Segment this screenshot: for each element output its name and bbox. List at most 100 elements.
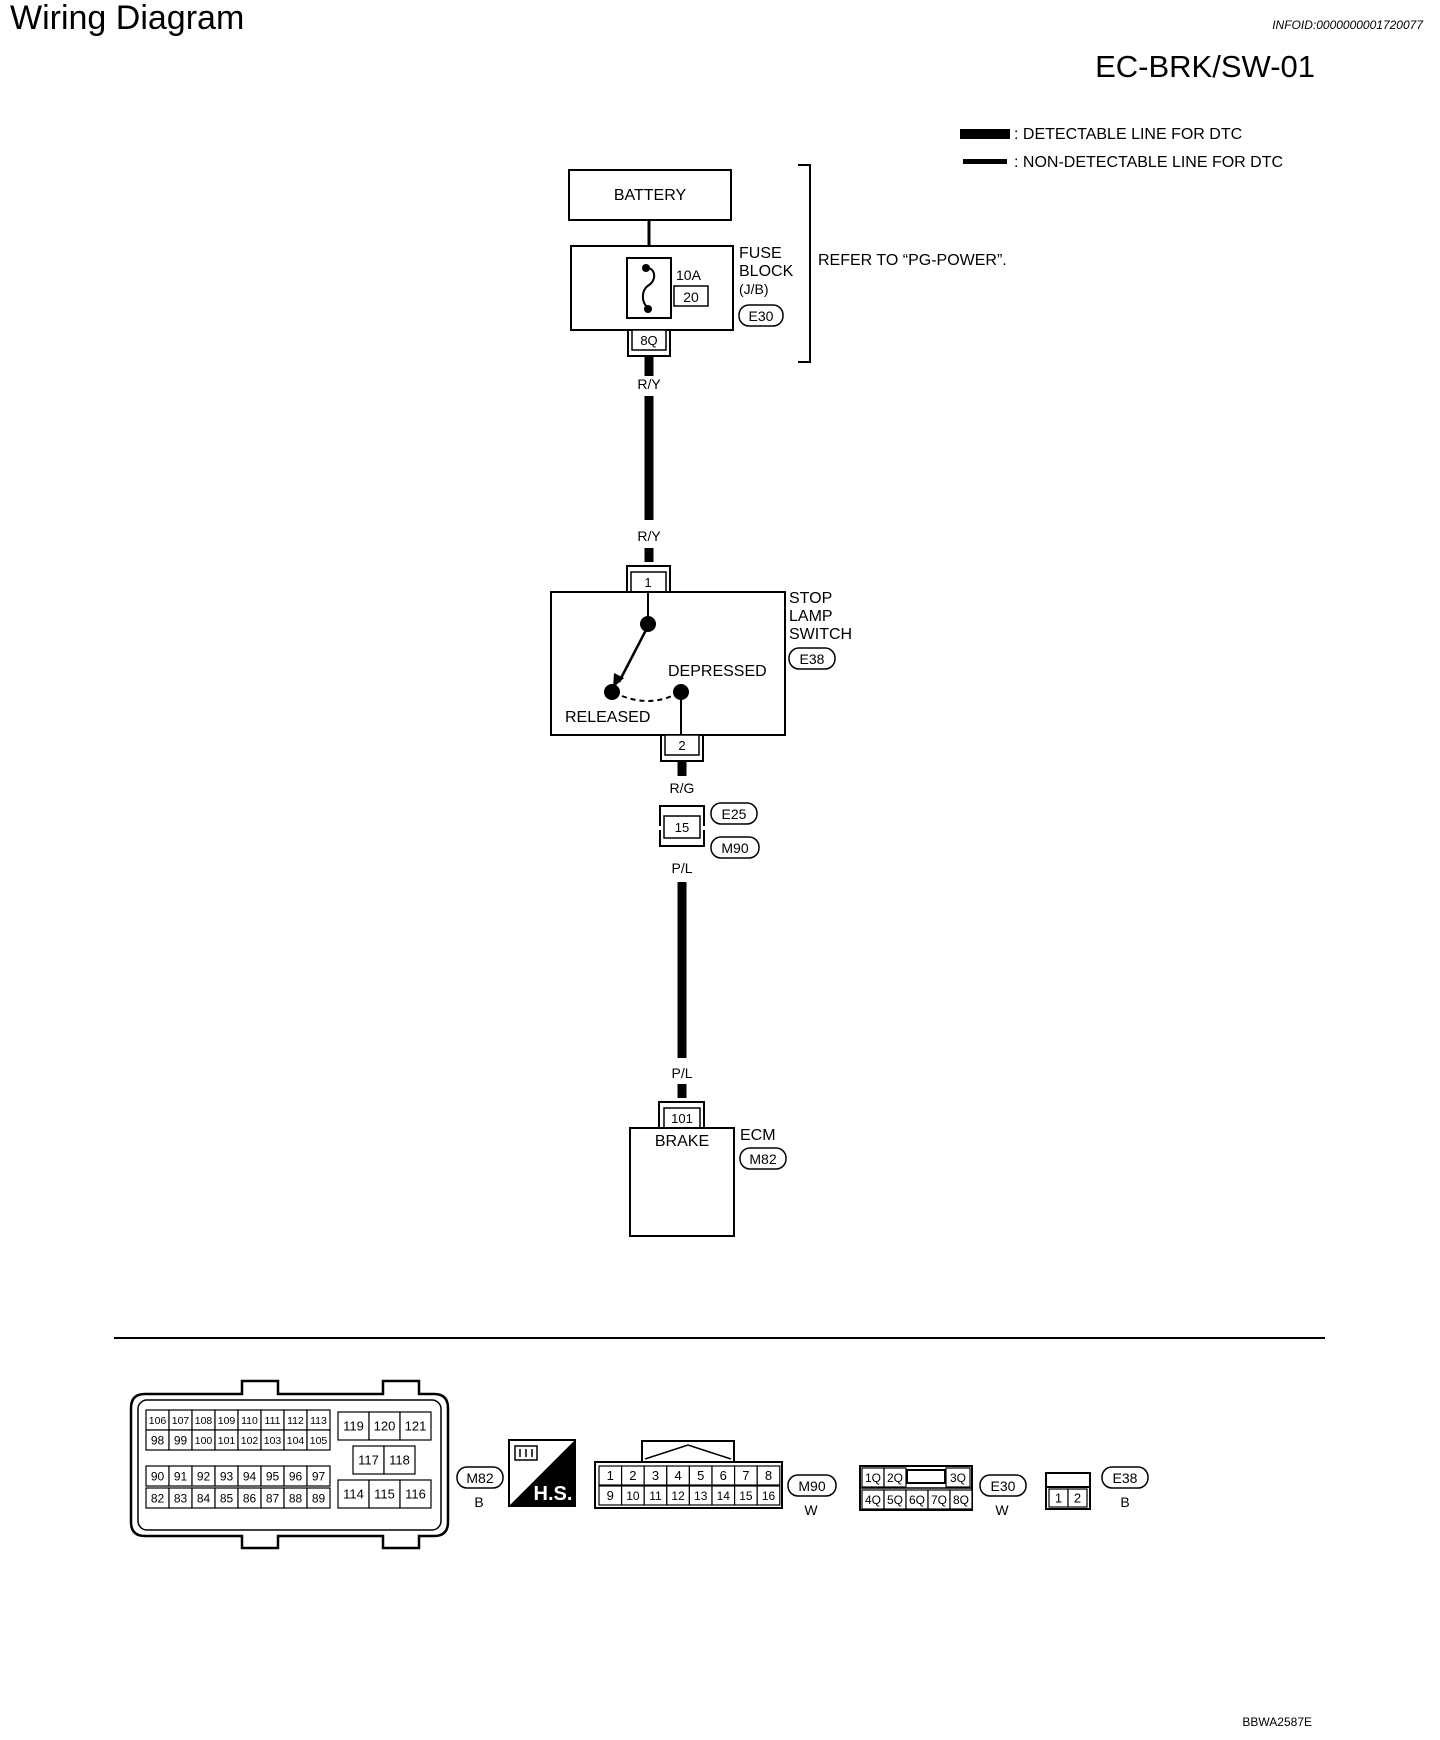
m90-pin-label: 5 [697, 1468, 704, 1483]
m82-pin-cell [306, 1429, 331, 1451]
harness-connector-e25-id: E25 [722, 806, 747, 822]
switch-state-released: RELEASED [565, 709, 650, 726]
m90-pin-label: 3 [652, 1468, 659, 1483]
e38-pin-cell [1067, 1488, 1088, 1508]
m90-id-badge [787, 1474, 837, 1497]
m90-pin-label: 4 [674, 1468, 681, 1483]
e38-id-badge [1101, 1466, 1149, 1489]
fuse-top-node [642, 264, 650, 272]
e38-id: E38 [1113, 1470, 1138, 1486]
m82-pin-label: 111 [265, 1415, 281, 1427]
m82-pin-cell [352, 1445, 385, 1475]
m90-pin-label: 6 [720, 1468, 727, 1483]
m82-color: B [474, 1494, 483, 1510]
switch-state-depressed: DEPRESSED [668, 663, 767, 680]
m82-pin-label: 121 [405, 1419, 427, 1434]
m82-inner-outline [137, 1399, 442, 1531]
m82-pin-label: 84 [197, 1491, 211, 1505]
m82-pin-label: 115 [374, 1487, 395, 1502]
hs-icon: H.S. [508, 1439, 576, 1507]
switch-lever-arrow-icon [613, 673, 624, 688]
m82-pin-label: 118 [389, 1453, 410, 1468]
e30-key [906, 1469, 946, 1484]
m82-pin-cell [368, 1411, 401, 1441]
switch-common-node [640, 616, 656, 632]
m90-pin-label: 8 [765, 1468, 772, 1483]
m90-pin-label: 10 [626, 1489, 640, 1503]
m82-pin-label: 105 [310, 1435, 328, 1447]
info-id: INFOID:0000000001720077 [1272, 18, 1424, 32]
m82-pin-label: 120 [374, 1419, 396, 1434]
m82-pin-cell [368, 1479, 401, 1509]
e30-id-badge [979, 1474, 1027, 1497]
switch-name-1: STOP [789, 590, 832, 607]
m82-pin-label: 97 [312, 1469, 326, 1483]
m90-pin-label: 2 [629, 1468, 636, 1483]
m90-color: W [804, 1502, 818, 1518]
m90-pin-label: 1 [607, 1468, 614, 1483]
harness-connector-top-bracket [659, 805, 705, 826]
m82-pin-label: 82 [151, 1491, 165, 1505]
page-title: Wiring Diagram [10, 0, 244, 37]
e30-id: E30 [991, 1478, 1016, 1494]
legend: : DETECTABLE LINE FOR DTC : NON-DETECTAB… [960, 126, 1283, 171]
m82-pin-label: 83 [174, 1491, 188, 1505]
fuse-element-box [626, 257, 672, 319]
doc-code: EC-BRK/SW-01 [1095, 49, 1315, 84]
m82-pin-cell [337, 1479, 370, 1509]
power-bracket [798, 164, 811, 363]
fuse-block-connector-badge [738, 304, 784, 327]
e30-pin-cell [949, 1489, 973, 1510]
switch-released-dash [621, 695, 673, 702]
m90-pin-label: 11 [649, 1489, 662, 1503]
stop-lamp-switch-box [550, 591, 786, 736]
m82-pin-cell [399, 1479, 432, 1509]
harness-connector-terminal: 15 [675, 820, 689, 835]
harness-connector-m90-badge [710, 836, 760, 859]
e38-pin-label: 1 [1055, 1491, 1062, 1506]
e30-pin-label: 3Q [950, 1471, 966, 1485]
m82-pin-label: 109 [218, 1415, 236, 1427]
footer-code: BBWA2587E [1242, 1715, 1312, 1729]
m90-key-chevron [644, 1444, 732, 1460]
switch-released-node [604, 684, 620, 700]
hs-plug-icon [514, 1445, 538, 1461]
switch-terminal-1-label: 1 [644, 575, 651, 590]
fuse-block-connector-id: E30 [749, 308, 774, 324]
m82-pin-label: 87 [266, 1491, 280, 1505]
fuse-number-box [673, 285, 709, 307]
hs-label: H.S. [534, 1483, 573, 1505]
switch-depressed-node [673, 684, 689, 700]
legend-non-detectable-label: : NON-DETECTABLE LINE FOR DTC [1014, 154, 1283, 171]
m82-pin-label: 108 [195, 1415, 213, 1427]
legend-thick-line-icon [960, 129, 1010, 139]
m82-pin-label: 95 [266, 1469, 280, 1483]
m90-pin-label: 14 [717, 1489, 731, 1503]
switch-connector-badge [788, 647, 836, 670]
ecm-box [629, 1127, 735, 1237]
wire-label-pl-bottom: P/L [671, 1065, 692, 1081]
ecm-name: ECM [740, 1127, 776, 1144]
harness-connector-e25-badge [710, 802, 758, 825]
m82-pin-label: 117 [358, 1453, 379, 1468]
ecm-terminal-label: 101 [671, 1111, 693, 1126]
m90-pin-label: 7 [742, 1468, 749, 1483]
m82-pin-cell [306, 1487, 331, 1509]
e30-pin-label: 8Q [953, 1493, 969, 1507]
e30-pin-label: 7Q [931, 1493, 947, 1507]
m82-id: M82 [466, 1470, 493, 1486]
m90-pin-label: 15 [739, 1489, 753, 1503]
switch-terminal-1-bracket [626, 565, 671, 592]
m90-pin-label: 9 [607, 1488, 614, 1503]
m82-pin-label: 112 [287, 1415, 304, 1427]
refer-note: REFER TO “PG-POWER”. [818, 252, 1007, 269]
harness-connector-box [663, 815, 701, 839]
e30-pin-label: 1Q [865, 1471, 881, 1485]
m90-pin-cell [756, 1465, 781, 1486]
m82-pin-label: 116 [405, 1487, 426, 1502]
